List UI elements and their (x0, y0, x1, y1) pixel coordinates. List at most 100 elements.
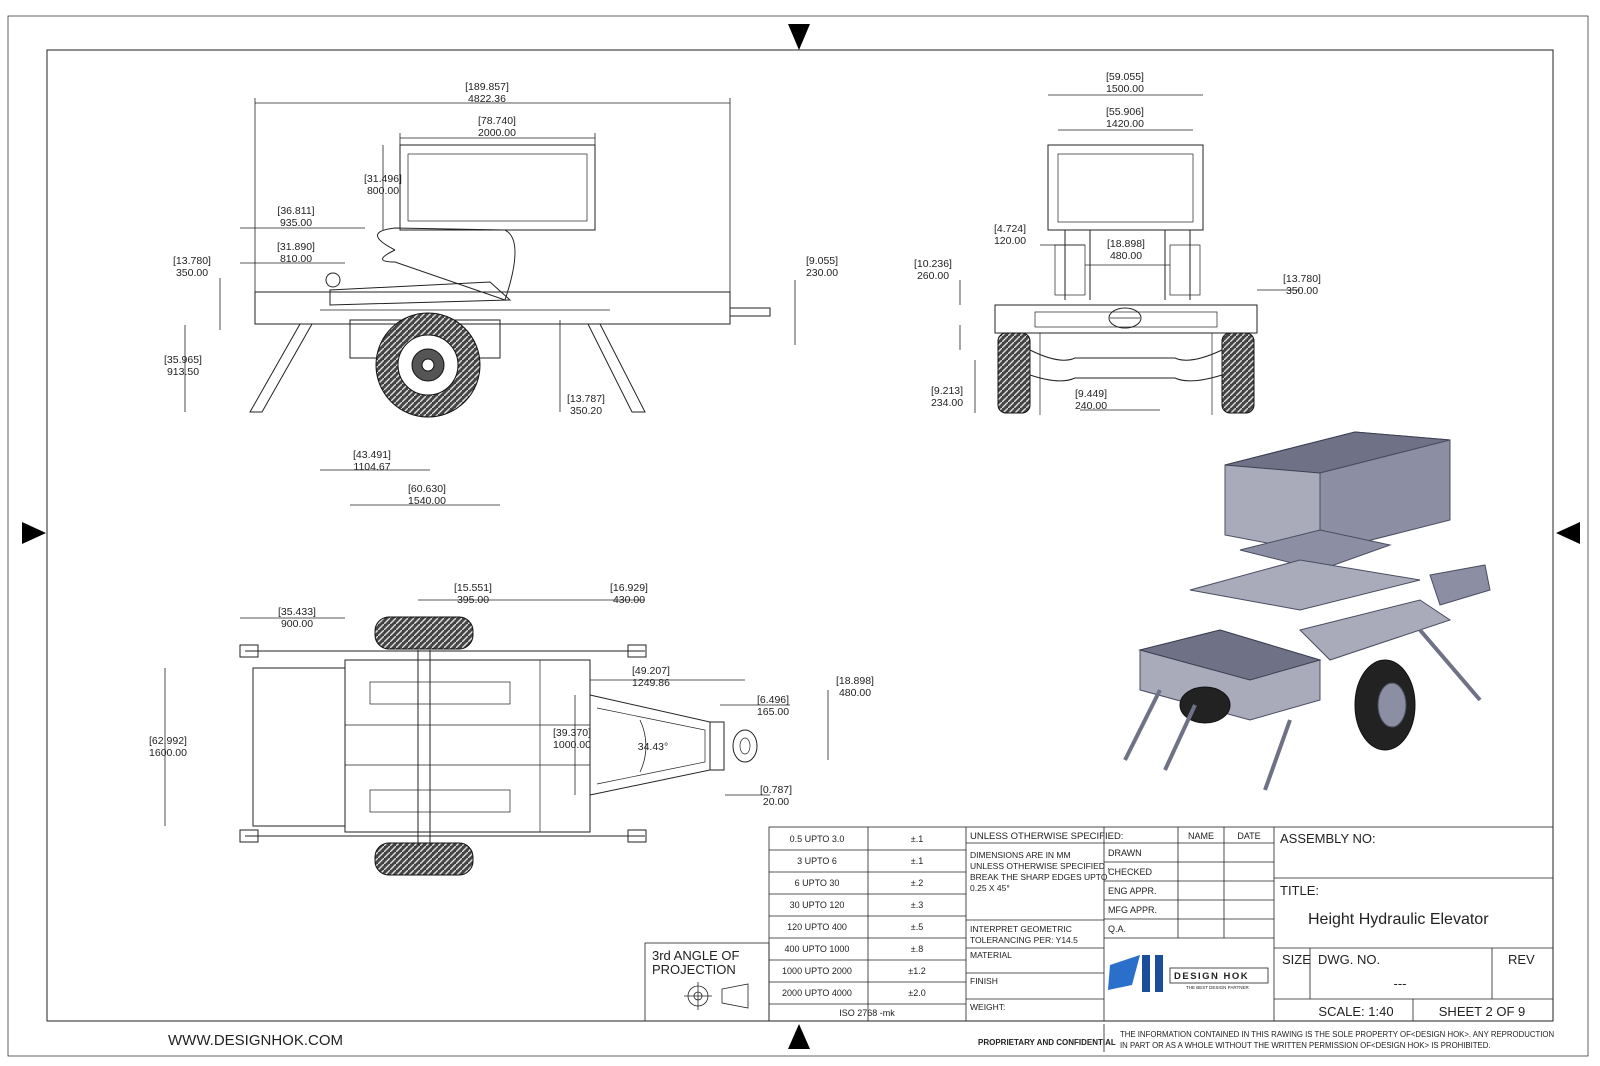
dim-inch: [13.780] (1283, 273, 1321, 285)
approval-row-label: DRAWN (1108, 848, 1142, 858)
tolerance-range: 0.5 UPTO 3.0 (790, 834, 845, 844)
dim-inch: [35.965] (164, 354, 202, 366)
dim-mm: 900.00 (281, 618, 313, 630)
iso-label: ISO 2768 -mk (839, 1008, 895, 1018)
dim-inch: [31.496] (364, 173, 402, 185)
tolerance-value: ±.2 (911, 878, 923, 888)
dim-inch: [9.449] (1075, 388, 1107, 400)
front-view-frame (994, 304, 1258, 334)
tolerance-value: ±.1 (911, 834, 923, 844)
bottom-center-arrow (788, 1024, 810, 1049)
dim-inch: [13.787] (567, 393, 605, 405)
assembly-label: ASSEMBLY NO: (1280, 831, 1376, 846)
tolerance-value: ±1.2 (908, 966, 925, 976)
dim-inch: [18.898] (1107, 238, 1145, 250)
dim-mm: 395.00 (457, 594, 489, 606)
footer: WWW.DESIGNHOK.COM PROPRIETARY AND CONFID… (168, 1024, 1554, 1052)
dim-mm: 1104.67 (353, 461, 390, 473)
notes-header: UNLESS OTHERWISE SPECIFIED: (970, 831, 1123, 842)
dim-inch: [55.906] (1106, 106, 1144, 118)
dimension-labels: [189.857] 4822.36 [78.740] 2000.00 [31.4… (149, 71, 1321, 808)
notes-line: BREAK THE SHARP EDGES UPTO (970, 872, 1108, 882)
dim-inch: [0.787] (760, 784, 792, 796)
dim-inch: [16.929] (610, 582, 648, 594)
tolerance-table: 0.5 UPTO 3.0 ±.1 3 UPTO 6 ±.1 6 UPTO 30 … (782, 834, 926, 1018)
dim-inch: [60.630] (408, 483, 446, 495)
date-header: DATE (1237, 831, 1260, 841)
front-view (994, 144, 1258, 415)
side-view-box (399, 144, 596, 231)
sheet-label: SHEET 2 OF 9 (1439, 1004, 1525, 1019)
dim-mm: 4822.36 (468, 93, 506, 105)
dim-inch: [78.740] (478, 115, 516, 127)
front-view-right-wheel (1221, 332, 1255, 414)
material-label: MATERIAL (970, 950, 1012, 960)
tolerance-value: ±.8 (911, 944, 923, 954)
dim-inch: [9.055] (806, 255, 838, 267)
title-label: TITLE: (1280, 883, 1319, 898)
logo-tagline: THE BEST DESIGN PARTNER (1186, 985, 1250, 990)
dim-mm: 1000.00 (553, 739, 591, 751)
dim-mm: 350.20 (570, 405, 602, 417)
outer-border (7, 15, 1589, 1057)
dim-mm: 480.00 (1110, 250, 1142, 262)
dim-mm: 350.00 (176, 267, 208, 279)
notes-line: TOLERANCING PER: Y14.5 (970, 935, 1078, 945)
notes-line: INTERPRET GEOMETRIC (970, 924, 1072, 934)
dim-mm: 810.00 (280, 253, 312, 265)
top-view-box (252, 667, 346, 827)
dim-mm: 230.00 (806, 267, 838, 279)
top-view-lower-wheel (374, 842, 474, 876)
dim-mm: 1600.00 (149, 747, 187, 759)
projection-block: 3rd ANGLE OF PROJECTION (652, 948, 749, 1010)
dim-mm: 350.00 (1286, 285, 1318, 297)
dim-mm: 20.00 (763, 796, 789, 808)
website-link[interactable]: WWW.DESIGNHOK.COM (168, 1032, 343, 1049)
dimension-lines (164, 94, 1300, 826)
scale-label: SCALE: 1:40 (1318, 1004, 1393, 1019)
tolerance-range: 2000 UPTO 4000 (782, 988, 852, 998)
tolerance-range: 6 UPTO 30 (795, 878, 840, 888)
dim-mm: 480.00 (839, 687, 871, 699)
side-view-frame (254, 291, 731, 325)
isometric-view (1123, 431, 1491, 791)
dim-inch: [10.236] (914, 258, 952, 270)
dim-mm: 1420.00 (1106, 118, 1144, 130)
approval-row-label: CHECKED (1108, 867, 1153, 877)
top-view-frame (344, 659, 591, 833)
dwg-no-value: --- (1394, 976, 1407, 991)
dim-inch: [13.780] (173, 255, 211, 267)
top-view (239, 616, 758, 876)
approval-row-label: Q.A. (1108, 924, 1126, 934)
left-center-arrow (22, 522, 46, 544)
dim-mm: 1540.00 (408, 495, 446, 507)
rev-label: REV (1508, 952, 1535, 967)
title-block (644, 826, 1554, 1022)
size-label: SIZE (1282, 952, 1311, 967)
angle-label: 34.43° (638, 741, 668, 753)
approval-row-label: MFG APPR. (1108, 905, 1157, 915)
notes-line: UNLESS OTHERWISE SPECIFIED , (970, 861, 1110, 871)
dim-mm: 260.00 (917, 270, 949, 282)
dim-inch: [35.433] (278, 606, 316, 618)
dwg-no-label: DWG. NO. (1318, 952, 1380, 967)
title-fields: ASSEMBLY NO: TITLE: Height Hydraulic Ele… (1280, 831, 1535, 1019)
confidential-label: PROPRIETARY AND CONFIDENTIAL (978, 1038, 1116, 1047)
top-view-upper-wheel (374, 616, 474, 650)
dim-mm: 935.00 (280, 217, 312, 229)
dim-inch: [49.207] (632, 665, 670, 677)
approvals-block: NAME DATE DRAWN CHECKED ENG APPR. MFG AP… (1108, 831, 1261, 934)
dim-inch: [31.890] (277, 241, 315, 253)
finish-label: FINISH (970, 976, 998, 986)
dim-mm: 913.50 (167, 366, 199, 378)
tolerance-range: 30 UPTO 120 (790, 900, 845, 910)
dim-inch: [18.898] (836, 675, 874, 687)
dim-mm: 120.00 (994, 235, 1026, 247)
tolerance-value: ±.3 (911, 900, 923, 910)
dim-inch: [4.724] (994, 223, 1026, 235)
tolerance-value: ±.5 (911, 922, 923, 932)
tolerance-range: 1000 UPTO 2000 (782, 966, 852, 976)
right-center-arrow (1556, 522, 1580, 544)
dim-mm: 1500.00 (1106, 83, 1144, 95)
